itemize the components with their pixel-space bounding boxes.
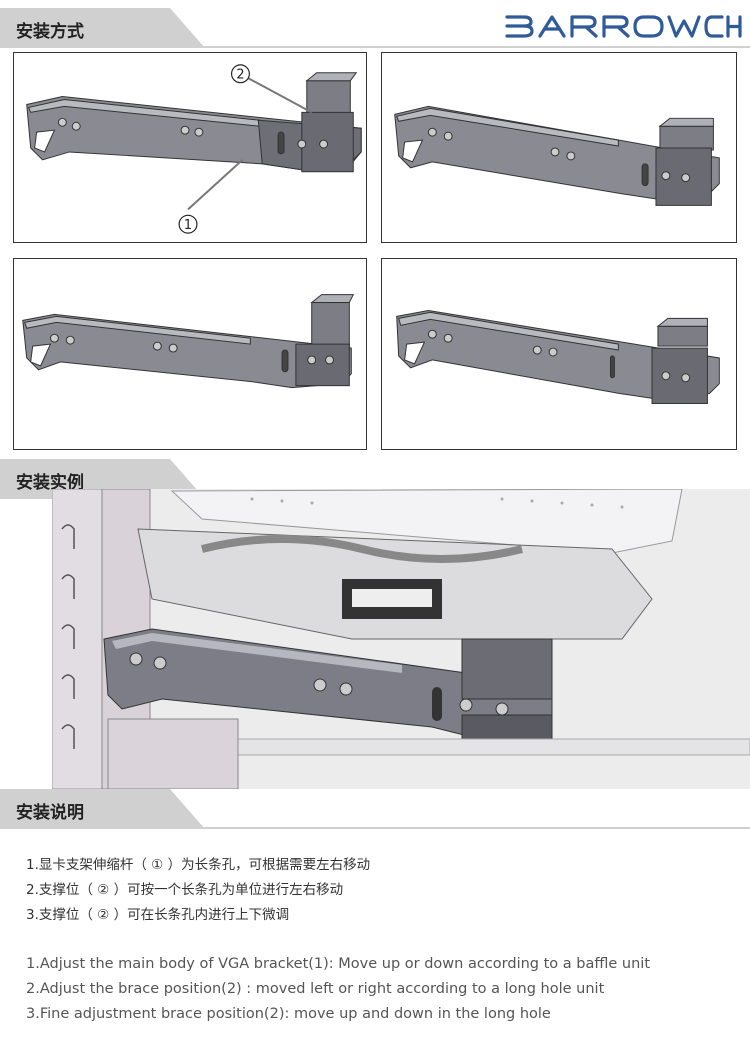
callout-2: 2 [236, 68, 244, 83]
diagram-panel-1: 2 1 [13, 52, 367, 243]
installation-photo [52, 489, 750, 789]
barrowch-logo-mark [505, 15, 742, 38]
section-title: 安装实例 [16, 473, 84, 493]
instruction-zh-1: 1.显卡支架伸缩杆（ ① ）为长条孔，可根据需要左右移动 [26, 857, 371, 873]
installation-illustration [52, 489, 750, 789]
section-header-install-notes: 安装说明 [0, 789, 750, 829]
callout-1: 1 [184, 218, 192, 233]
instruction-en-1: 1.Adjust the main body of VGA bracket(1)… [26, 956, 651, 972]
instruction-en-3: 3.Fine adjustment brace position(2): mov… [26, 1006, 551, 1022]
bracket-diagram-3 [22, 294, 355, 389]
diagram-panel-2 [381, 52, 737, 243]
section-header-install-method: 安装方式 [0, 8, 750, 48]
bracket-diagram-2 [394, 105, 720, 206]
bracket-diagram-4 [396, 309, 720, 404]
instructions-chinese: 1.显卡支架伸缩杆（ ① ）为长条孔，可根据需要左右移动 2.支撑位（ ② ）可… [26, 853, 370, 928]
bracket-diagram-1: 2 1 [26, 64, 362, 234]
instruction-zh-2: 2.支撑位（ ② ）可按一个长条孔为单位进行左右移动 [26, 882, 344, 898]
instruction-en-2: 2.Adjust the brace position(2) : moved l… [26, 981, 605, 997]
brand-logo [504, 13, 742, 43]
instructions-english: 1.Adjust the main body of VGA bracket(1)… [26, 952, 650, 1027]
diagram-panel-3 [13, 258, 367, 450]
instruction-zh-3: 3.支撑位（ ② ）可在长条孔内进行上下微调 [26, 907, 290, 923]
diagram-panel-4 [381, 258, 737, 450]
section-title: 安装说明 [16, 803, 84, 823]
section-title: 安装方式 [16, 22, 84, 42]
